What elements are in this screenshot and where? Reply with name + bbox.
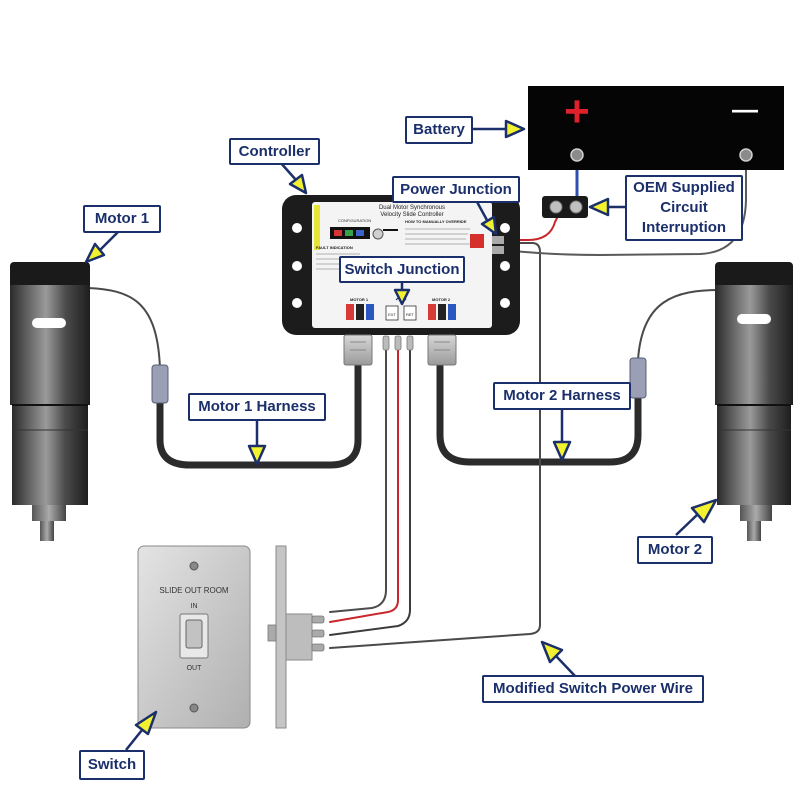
controller-dial [372,228,384,240]
controller-ext-label: EXT [388,312,396,317]
controller-red-indicator [470,234,484,248]
motor1-arrow [84,242,106,264]
switch-junction-callout: Switch Junction [339,256,465,283]
motor1-lead-wire [87,287,161,371]
controller-callout: Controller [229,138,320,165]
controller-title-line2: Velocity Slide Controller [380,212,443,218]
oem-arrow [588,197,610,217]
modified-switch-power-wire [329,242,541,649]
switch-wire-red [329,339,399,623]
switch-assembly: SLIDE OUT ROOM IN OUT [137,545,325,729]
motor2-shaft [747,521,761,541]
motor2-harness-connector [629,357,647,399]
switch-side-plate [275,545,287,729]
controller-override-heading: HOW TO MANUALLY OVERRIDE [405,219,467,224]
motor1-body [10,285,90,405]
motor2-shaft-collar [740,505,772,521]
controller-arrow [288,173,308,195]
motor1-harness-connector [151,364,169,404]
motor2-harness-arrow [552,440,572,462]
battery-positive-symbol: + [564,87,590,136]
oem-circuit-interruption-callout: OEM Supplied Circuit Interruption [625,175,743,241]
motor2-cap [715,262,793,290]
motor1-slot [32,318,66,328]
motor2-arrow [690,498,718,524]
motor-2 [629,262,793,541]
switch-plate-in-label: IN [191,603,198,610]
oem-callout-line3: Interruption [641,219,727,236]
switch-plate-title: SLIDE OUT ROOM [159,586,229,595]
switch-junction-arrow [393,288,411,306]
power-red-wire [499,211,561,241]
motor1-callout: Motor 1 [83,205,161,233]
power-ground-wire [499,164,747,257]
modified-wire-arrow [540,640,564,664]
power-junction-arrow [480,215,498,236]
switch-side-body [285,613,313,661]
motor2-gearbox [717,405,791,505]
battery-callout: Battery [405,116,473,144]
controller-ext-terminal [385,305,399,321]
oem-callout-line2: Circuit [660,199,708,216]
motor2-callout: Motor 2 [637,536,713,564]
modified-switch-power-wire-callout: Modified Switch Power Wire [482,675,704,703]
battery: + — [528,86,784,170]
controller-ret-terminal [403,305,417,321]
controller-fault-indication: FAULT INDICATION [316,245,353,250]
motor1-cap [10,262,90,290]
power-junction-callout: Power Junction [392,176,520,203]
motor1-harness-callout: Motor 1 Harness [188,393,326,421]
switch-wire-dark-2 [329,339,387,613]
switch-callout: Switch [79,750,145,780]
motor-1 [10,262,169,541]
switch-wire-dark-1 [329,339,411,636]
motor1-shaft-collar [32,505,66,521]
battery-positive-terminal [570,148,584,162]
motor1-harness-cable [156,361,362,469]
controller-motor2-port-label: MOTOR 2 [432,297,451,302]
controller-motor1-port-label: MOTOR 1 [350,297,369,302]
oem-callout-line1: OEM Supplied [633,179,735,196]
motor1-harness-arrow [247,444,267,466]
battery-negative-symbol: — [732,94,758,124]
switch-plate-out-label: OUT [187,665,203,672]
switch-rocker [185,619,203,649]
motor2-lead-wire [637,289,721,361]
controller-plugs [343,334,457,366]
motor2-harness-callout: Motor 2 Harness [493,382,631,410]
circuit-interruption-block [542,196,588,218]
controller-ret-label: RET [406,312,415,317]
motor1-shaft [40,521,54,541]
controller-configuration-label: CONFIGURATION [338,218,371,223]
motor2-slot [737,314,771,324]
battery-negative-terminal [739,148,753,162]
motor1-gearbox [12,405,88,505]
controller-title-line1: Dual Motor Synchronous [379,205,445,211]
switch-arrow [134,710,158,736]
battery-arrow [504,119,526,139]
motor2-body [715,285,793,405]
callout-pointers [84,119,718,751]
